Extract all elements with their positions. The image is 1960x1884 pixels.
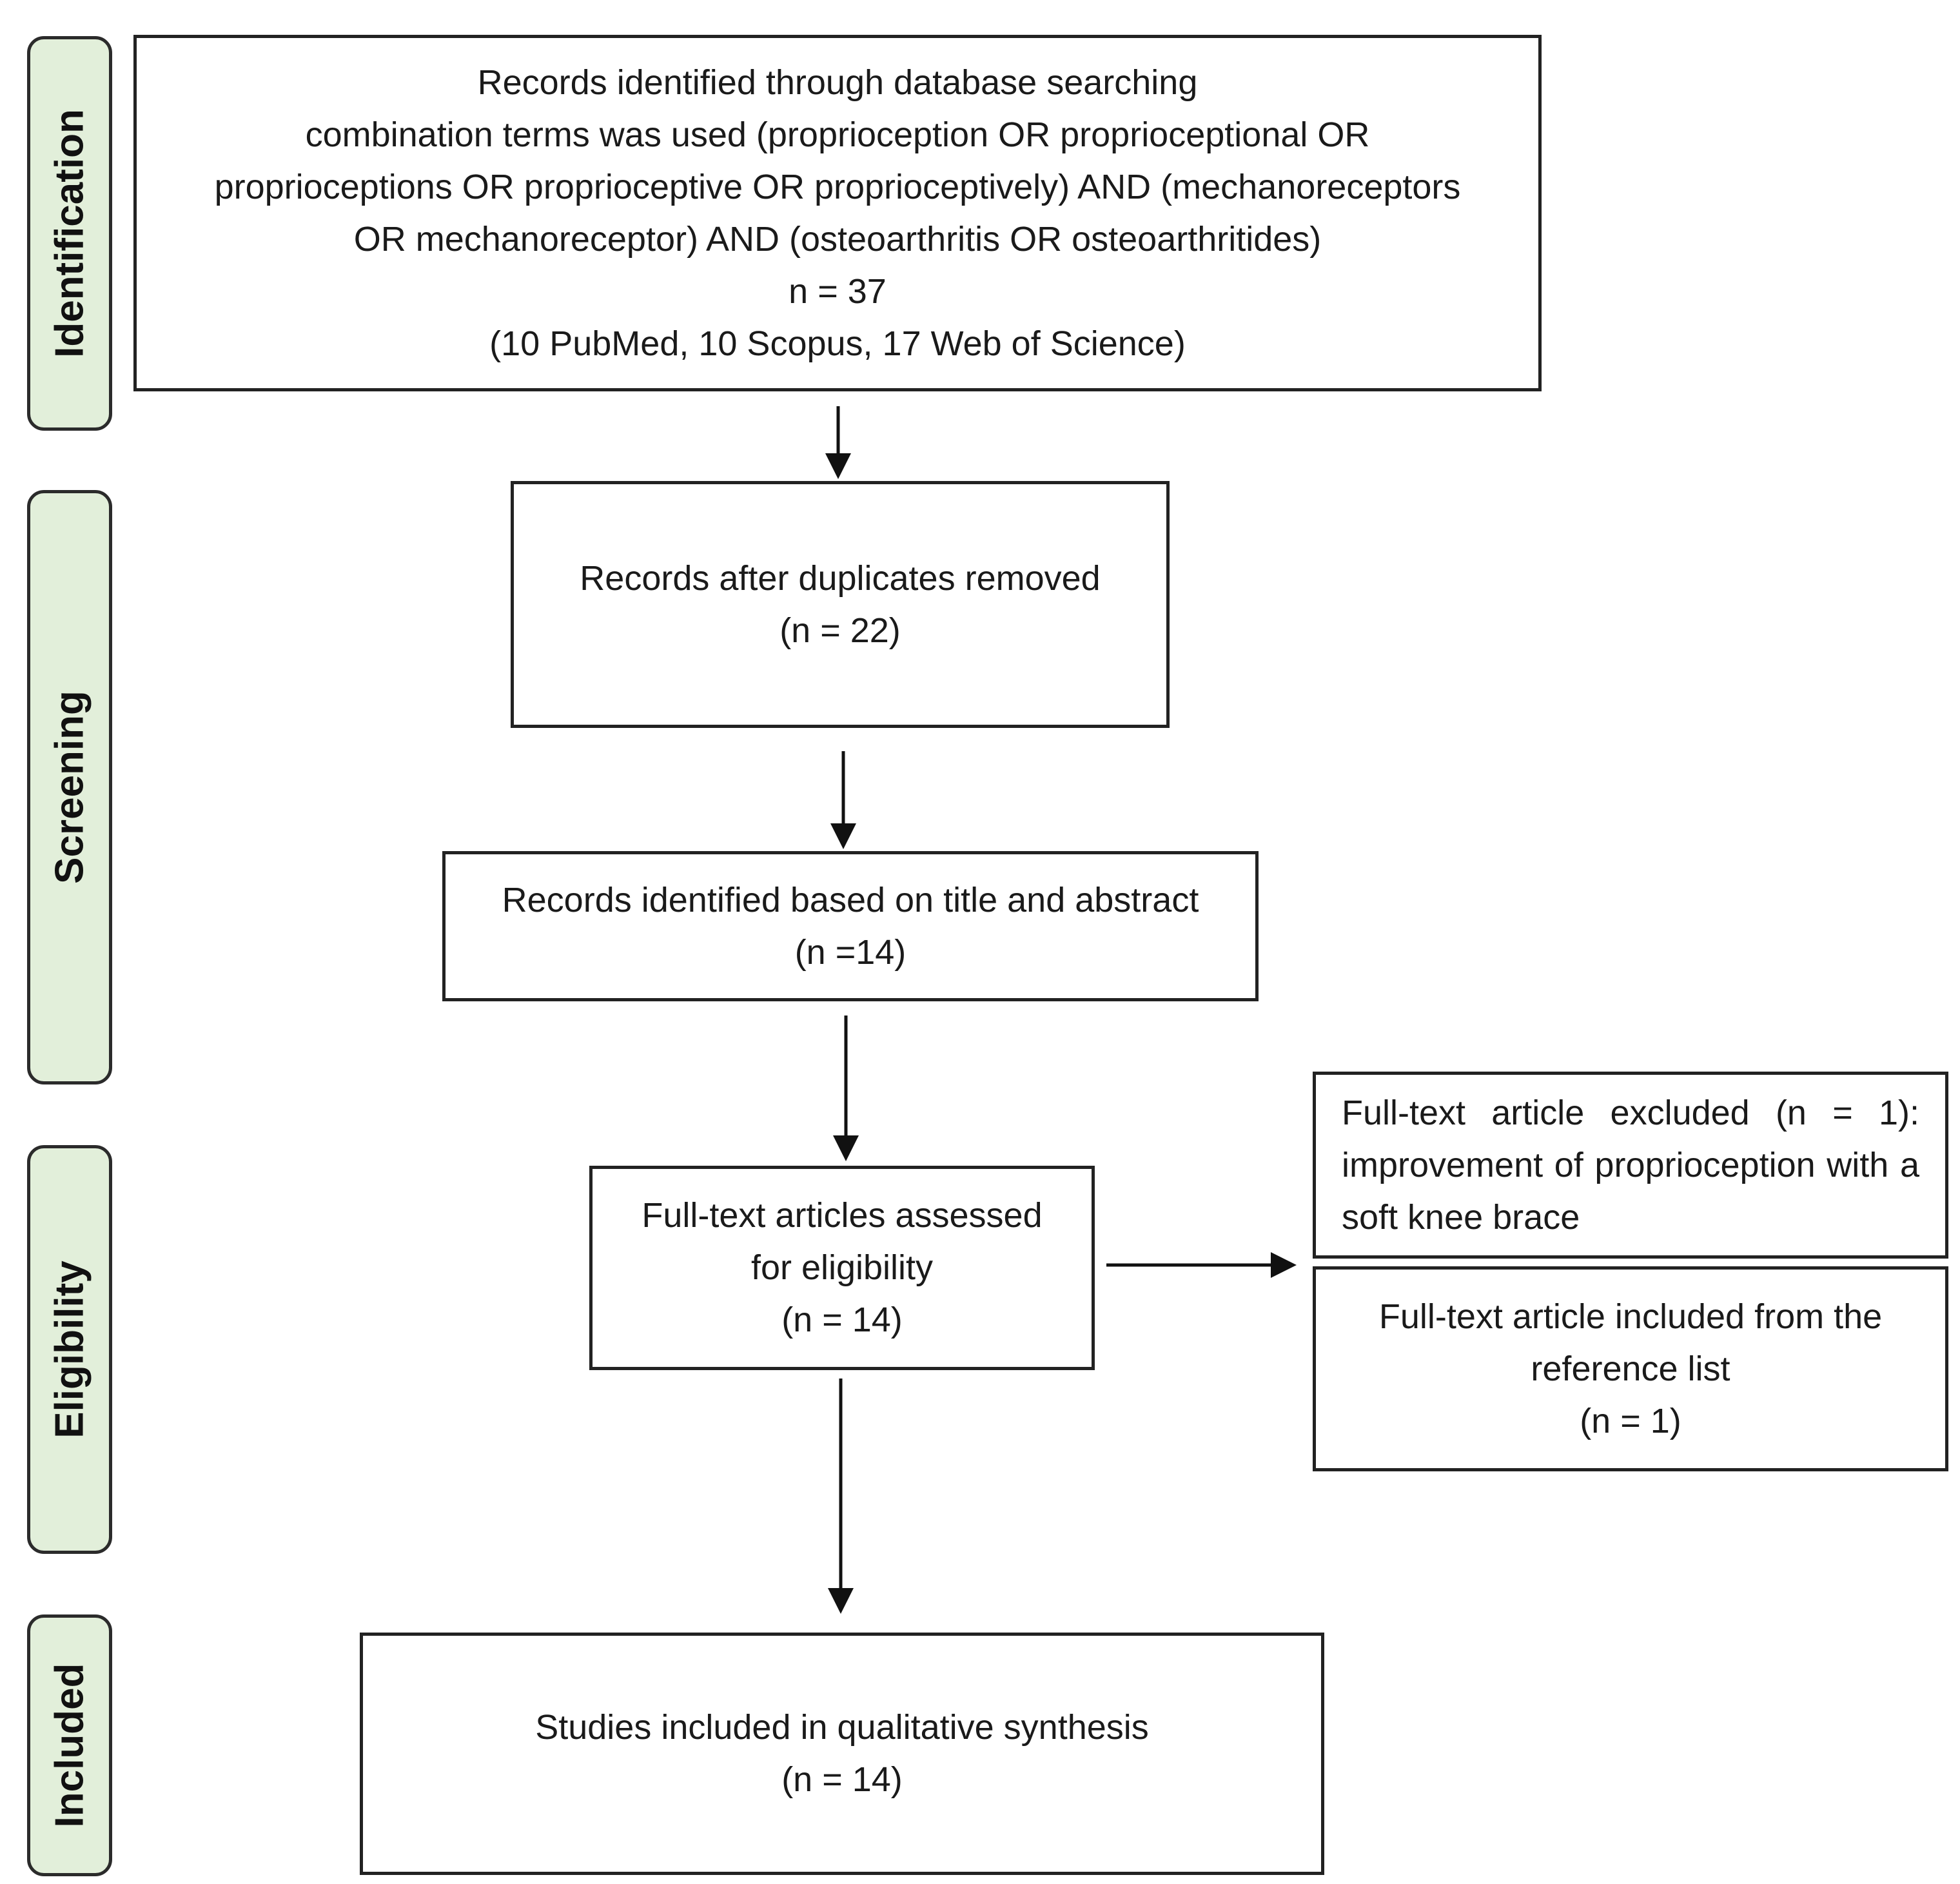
phase-screening: Screening xyxy=(27,490,112,1084)
phase-identification: Identification xyxy=(27,36,112,431)
records-identified-line: OR mechanoreceptor) AND (osteoarthritis … xyxy=(353,219,1322,259)
full-text-assessed-label: for eligibility xyxy=(750,1248,934,1287)
qualitative-synthesis-label: Studies included in qualitative synthesi… xyxy=(535,1708,1149,1747)
records-identified-count: n = 37 xyxy=(789,271,887,311)
full-text-assessed-label: Full-text articles assessed xyxy=(642,1196,1043,1235)
records-identified-line: proprioceptions OR proprioceptive OR pro… xyxy=(214,167,1461,206)
records-identified-sources: (10 PubMed, 10 Scopus, 17 Web of Science… xyxy=(489,324,1186,363)
qualitative-synthesis-box: Studies included in qualitative synthesi… xyxy=(360,1633,1324,1875)
title-abstract-count: (n =14) xyxy=(794,932,906,972)
duplicates-removed-label: Records after duplicates removed xyxy=(580,558,1101,598)
reference-included-label: Full-text article included from the xyxy=(1378,1297,1883,1336)
records-identified-box: Records identified through database sear… xyxy=(133,35,1542,391)
phase-included: Included xyxy=(27,1614,112,1876)
duplicates-removed-count: (n = 22) xyxy=(779,611,901,650)
reference-included-count: (n = 1) xyxy=(1580,1401,1681,1440)
phase-eligibility: Eligibility xyxy=(27,1145,112,1554)
excluded-text: Full-text article excluded (n = 1): impr… xyxy=(1342,1093,1919,1237)
title-abstract-box: Records identified based on title and ab… xyxy=(442,851,1259,1001)
title-abstract-label: Records identified based on title and ab… xyxy=(502,880,1199,919)
records-identified-line: Records identified through database sear… xyxy=(477,63,1198,102)
reference-included-label: reference list xyxy=(1531,1349,1730,1388)
excluded-box: Full-text article excluded (n = 1): impr… xyxy=(1313,1072,1948,1259)
reference-included-box: Full-text article included from the refe… xyxy=(1313,1266,1948,1471)
full-text-assessed-count: (n = 14) xyxy=(781,1300,903,1339)
qualitative-synthesis-count: (n = 14) xyxy=(781,1760,903,1799)
records-identified-line: combination terms was used (propriocepti… xyxy=(305,115,1370,154)
full-text-assessed-box: Full-text articles assessed for eligibil… xyxy=(589,1166,1095,1370)
duplicates-removed-box: Records after duplicates removed (n = 22… xyxy=(511,481,1170,728)
